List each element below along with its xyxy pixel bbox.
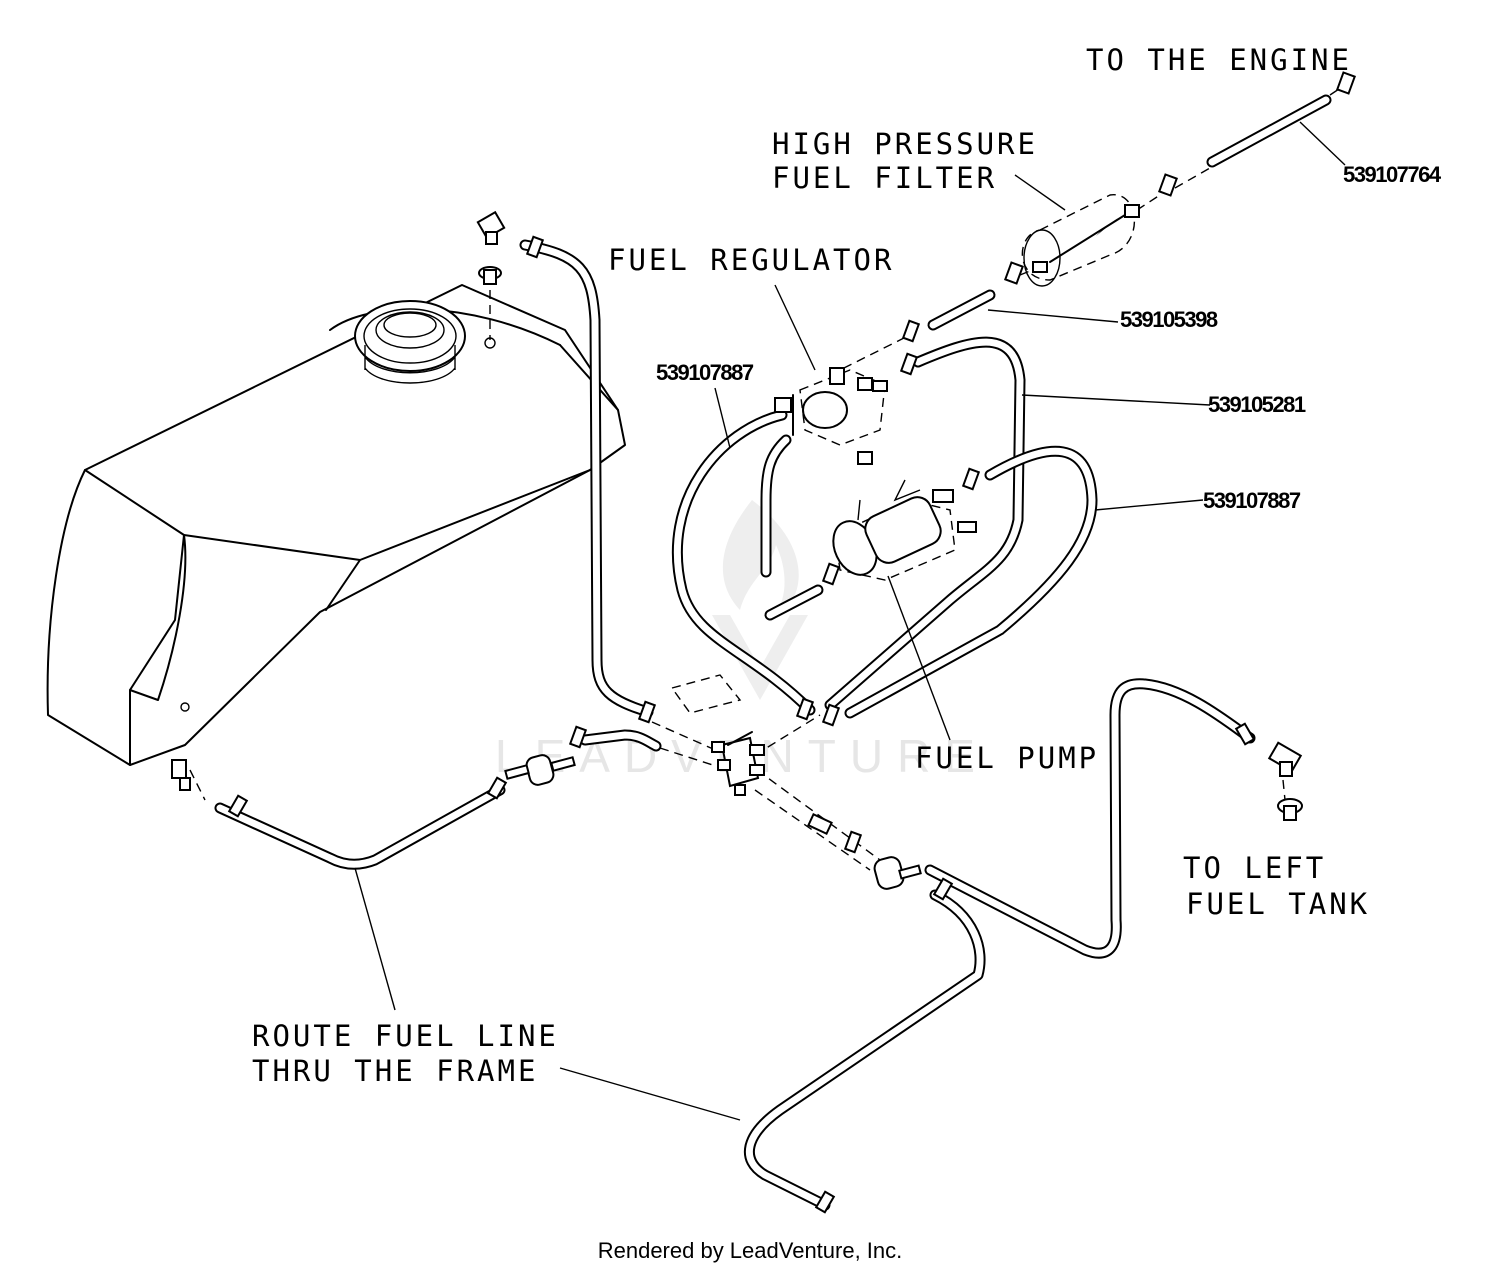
label-route-line2: THRU THE FRAME [252, 1054, 538, 1088]
label-to-left-line1: TO LEFT [1183, 851, 1326, 885]
high-pressure-fuel-filter [1021, 194, 1140, 287]
label-to-left-line2: FUEL TANK [1186, 887, 1370, 921]
label-high-pressure-line2: FUEL FILTER [772, 161, 997, 195]
label-fuel-pump: FUEL PUMP [915, 741, 1099, 775]
leader-lines [354, 121, 1346, 1121]
left-tank-elbow-fitting [1267, 741, 1303, 821]
part-number-pump-hose[interactable]: 539107887 [1203, 488, 1302, 513]
fuel-regulator [774, 367, 888, 465]
part-number-callouts: 539107764 539105398 539107887 539105281 … [656, 162, 1443, 513]
callout-labels: TO THE ENGINE HIGH PRESSURE FUEL FILTER … [252, 43, 1370, 1088]
label-high-pressure-line1: HIGH PRESSURE [772, 127, 1038, 161]
fuel-valve-tee [711, 731, 765, 796]
inline-fuel-filter-right [873, 856, 922, 890]
part-number-filter-hose[interactable]: 539105398 [1120, 307, 1219, 332]
fuel-tank [46, 284, 626, 766]
part-number-regulator-hose[interactable]: 539107887 [656, 360, 755, 385]
assembly-lines [189, 84, 1346, 871]
fuel-pump [832, 479, 977, 581]
label-to-engine: TO THE ENGINE [1086, 43, 1352, 77]
fuel-hoses [214, 94, 1332, 1211]
inline-fuel-filter-left [504, 754, 576, 786]
label-route-line1: ROUTE FUEL LINE [252, 1019, 559, 1053]
part-number-engine-hose[interactable]: 539107764 [1343, 162, 1443, 187]
tank-outlet-fitting [171, 759, 191, 791]
hose-clamps [227, 71, 1356, 1214]
label-fuel-regulator: FUEL REGULATOR [608, 243, 894, 277]
tank-elbow-fitting [476, 210, 506, 340]
part-number-return-hose[interactable]: 539105281 [1208, 392, 1307, 417]
footer-credit: Rendered by LeadVenture, Inc. [598, 1238, 903, 1263]
